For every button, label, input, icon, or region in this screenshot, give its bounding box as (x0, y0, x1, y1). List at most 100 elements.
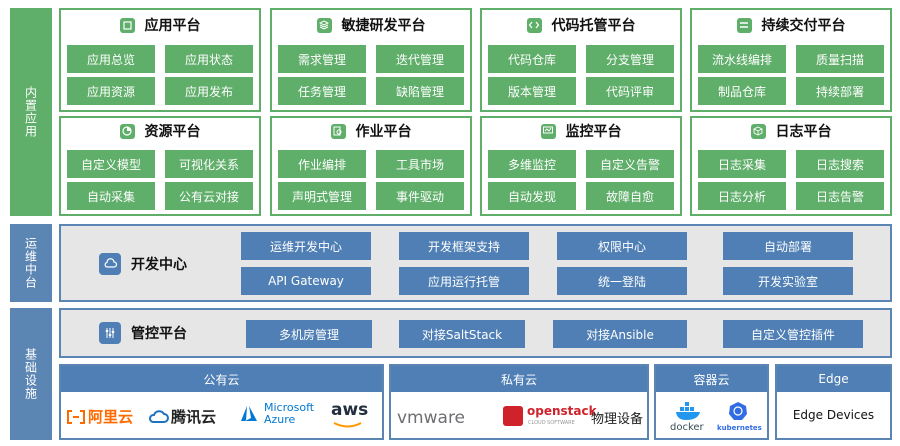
pipeline-icon (736, 17, 752, 33)
chip-item[interactable]: 开发实验室 (723, 267, 853, 295)
chip-item[interactable]: 分支管理 (586, 45, 674, 73)
panel-resource-platform: 资源平台 自定义模型 可视化关系 自动采集 公有云对接 (59, 116, 261, 216)
cube-icon (750, 123, 766, 139)
chip-item[interactable]: 对接Ansible (553, 320, 687, 348)
aws-logo: aws (331, 400, 369, 420)
chip-item[interactable]: 应用状态 (165, 45, 253, 73)
public-cloud-panel: 公有云 阿里云 腾讯云 Microsoft Azure aws (59, 364, 384, 440)
tencent-cloud-logo: 腾讯云 (149, 406, 216, 427)
aliyun-logo: 阿里云 (67, 406, 133, 427)
chip-item[interactable]: 声明式管理 (278, 182, 366, 210)
chip-item[interactable]: 需求管理 (278, 45, 366, 73)
chip-item[interactable]: 自动部署 (723, 232, 853, 260)
chip-item[interactable]: 对接SaltStack (399, 320, 525, 348)
cloud-icon (99, 253, 121, 275)
chip-item[interactable]: 统一登陆 (557, 267, 687, 295)
chip-item[interactable]: 日志告警 (796, 182, 884, 210)
chip-item[interactable]: 代码仓库 (488, 45, 576, 73)
edge-devices-label: Edge Devices (792, 408, 875, 422)
azure-icon (241, 406, 257, 421)
panel-title: 敏捷研发平台 (341, 18, 426, 34)
chip-item[interactable]: 应用资源 (67, 77, 155, 105)
docker-whale-icon (676, 402, 700, 420)
chip-item[interactable]: 应用运行托管 (399, 267, 529, 295)
chip-item[interactable]: 日志搜索 (796, 150, 884, 178)
panel-monitor-platform: 监控平台 多维监控 自定义告警 自动发现 故障自愈 (480, 116, 682, 216)
chip-item[interactable]: 工具市场 (376, 150, 464, 178)
chip-item[interactable]: 代码评审 (586, 77, 674, 105)
chip-item[interactable]: 多维监控 (488, 150, 576, 178)
chip-item[interactable]: 质量扫描 (796, 45, 884, 73)
edge-panel: Edge Edge Devices (775, 364, 892, 440)
side-label-builtin-apps: 内置应用 (10, 8, 52, 216)
edge-title: Edge (777, 366, 890, 392)
aliyun-icon (67, 409, 85, 424)
openstack-tagline: CLOUD SOFTWARE (528, 420, 575, 426)
chip-item[interactable]: 可视化关系 (165, 150, 253, 178)
side-label-infrastructure: 基础设施 (10, 308, 52, 440)
panel-title: 日志平台 (775, 124, 832, 140)
side-label-ops-platform: 运维中台 (10, 224, 52, 302)
panel-delivery-platform: 持续交付平台 流水线编排 质量扫描 制品仓库 持续部署 (690, 8, 892, 112)
vmware-logo: vmware (397, 408, 466, 428)
chip-item[interactable]: 公有云对接 (165, 182, 253, 210)
tencent-cloud-icon (149, 409, 169, 423)
dev-center-title: 开发中心 (131, 257, 187, 273)
chip-item[interactable]: 多机房管理 (246, 320, 372, 348)
kubernetes-logo: kubernetes (717, 424, 762, 432)
chip-item[interactable]: 流水线编排 (698, 45, 786, 73)
sliders-icon (99, 322, 121, 344)
chip-item[interactable]: 自定义模型 (67, 150, 155, 178)
chip-item[interactable]: 故障自愈 (586, 182, 674, 210)
physical-device-label: 物理设备 (591, 412, 644, 427)
panel-log-platform: 日志平台 日志采集 日志搜索 日志分析 日志告警 (690, 116, 892, 216)
chip-item[interactable]: 运维开发中心 (241, 232, 371, 260)
panel-title: 监控平台 (565, 124, 622, 140)
panel-job-platform: 作业平台 作业编排 工具市场 声明式管理 事件驱动 (270, 116, 472, 216)
chip-item[interactable]: 缺陷管理 (376, 77, 464, 105)
chip-item[interactable]: 自动采集 (67, 182, 155, 210)
docker-logo: docker (670, 422, 704, 433)
chip-item[interactable]: 应用总览 (67, 45, 155, 73)
panel-app-platform: 应用平台 应用总览 应用状态 应用资源 应用发布 (59, 8, 261, 112)
panel-agile-platform: 敏捷研发平台 需求管理 迭代管理 任务管理 缺陷管理 (270, 8, 472, 112)
chip-item[interactable]: 作业编排 (278, 150, 366, 178)
control-platform-panel: 管控平台 多机房管理 对接SaltStack 对接Ansible 自定义管控插件 (59, 308, 892, 358)
chip-item[interactable]: 日志分析 (698, 182, 786, 210)
chip-item[interactable]: 开发框架支持 (399, 232, 529, 260)
container-cloud-panel: 容器云 docker kubernetes (654, 364, 769, 440)
kubernetes-helm-icon (729, 402, 747, 420)
aws-smile-icon (333, 422, 362, 428)
chip-item[interactable]: 日志采集 (698, 150, 786, 178)
openstack-logo: openstack (527, 404, 597, 418)
chip-item[interactable]: 自定义管控插件 (723, 320, 863, 348)
openstack-icon (503, 406, 523, 426)
chip-item[interactable]: 事件驱动 (376, 182, 464, 210)
chip-item[interactable]: 自动发现 (488, 182, 576, 210)
pie-icon (119, 123, 135, 139)
chip-item[interactable]: 应用发布 (165, 77, 253, 105)
private-cloud-panel: 私有云 vmware openstack CLOUD SOFTWARE 物理设备 (389, 364, 649, 440)
app-icon (119, 17, 135, 33)
layers-icon (316, 17, 332, 33)
public-cloud-title: 公有云 (61, 366, 382, 392)
panel-title: 代码托管平台 (551, 18, 636, 34)
chip-item[interactable]: 迭代管理 (376, 45, 464, 73)
doc-search-icon (330, 123, 346, 139)
control-platform-title: 管控平台 (131, 326, 187, 342)
chip-item[interactable]: 持续部署 (796, 77, 884, 105)
code-icon (526, 17, 542, 33)
azure-logo: Microsoft Azure (239, 402, 314, 426)
chip-item[interactable]: 制品仓库 (698, 77, 786, 105)
chip-item[interactable]: 自定义告警 (586, 150, 674, 178)
chip-item[interactable]: 任务管理 (278, 77, 366, 105)
panel-title: 资源平台 (144, 124, 201, 140)
chip-item[interactable]: 版本管理 (488, 77, 576, 105)
chip-item[interactable]: API Gateway (241, 267, 371, 295)
chip-item[interactable]: 权限中心 (557, 232, 687, 260)
dev-center-panel: 开发中心 运维开发中心 开发框架支持 权限中心 自动部署 API Gateway… (59, 224, 892, 302)
monitor-icon (540, 123, 556, 139)
container-cloud-title: 容器云 (656, 366, 767, 392)
panel-title: 作业平台 (355, 124, 412, 140)
panel-title: 应用平台 (144, 18, 201, 34)
